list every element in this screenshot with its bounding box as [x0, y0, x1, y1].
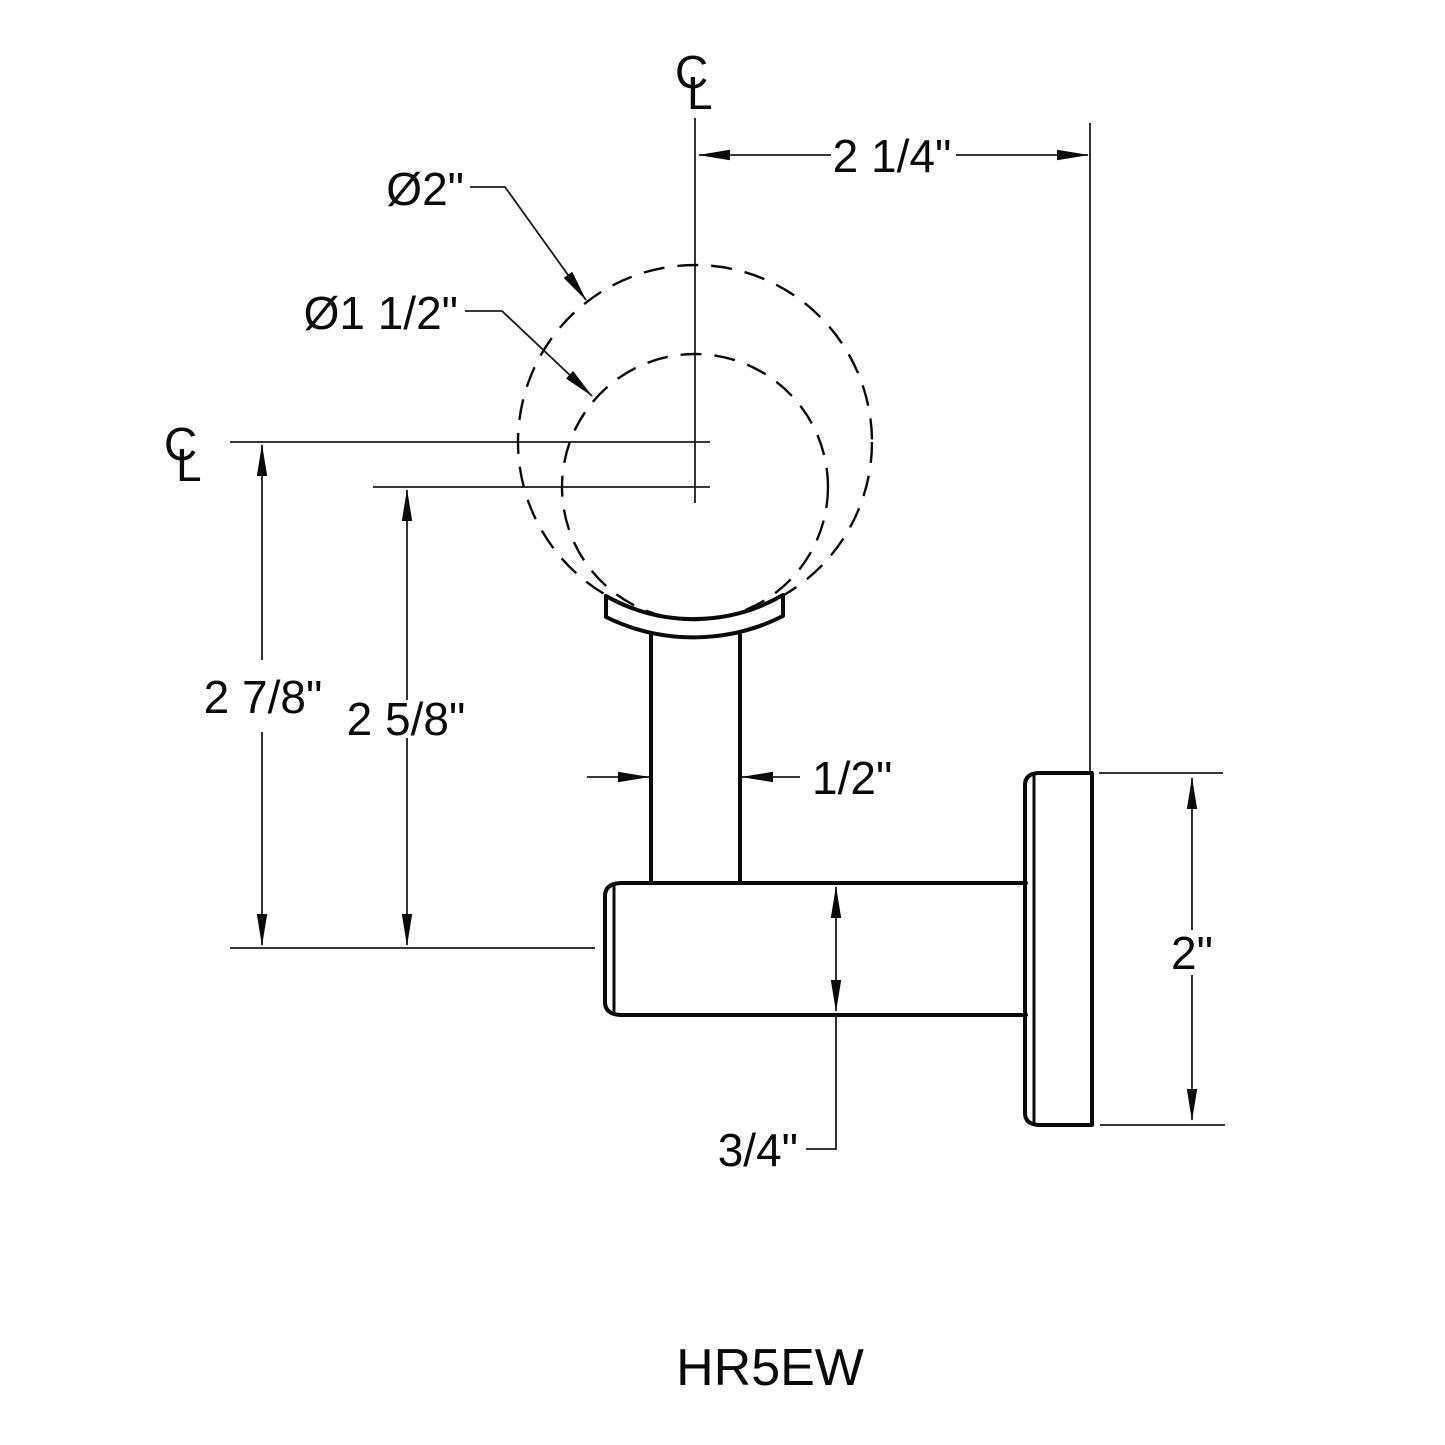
dim-wall-offset-label: 2 1/4": [833, 130, 952, 182]
left-centerline-c: C: [164, 418, 197, 470]
top-centerline-symbol: C L: [675, 46, 713, 119]
inner-diameter-label: Ø1 1/2": [304, 287, 458, 339]
dim-arm-label: 3/4": [718, 1124, 798, 1176]
leader-outer-diameter: [470, 186, 587, 301]
wall-flange: [1023, 771, 1094, 1127]
top-centerline-c: C: [675, 46, 708, 98]
left-centerline-l: L: [176, 439, 202, 491]
leader-inner-diameter: [465, 310, 593, 397]
outer-diameter-label: Ø2": [386, 163, 464, 215]
left-centerline-symbol: C L: [164, 418, 202, 491]
dim-arm-leader-tail: [806, 1015, 837, 1150]
part-number: HR5EW: [676, 1339, 864, 1397]
arm-outline: [603, 881, 1028, 1017]
saddle-cradle: [604, 593, 785, 640]
dim-post-width-label: 1/2": [812, 752, 892, 804]
dim-outer-height-label: 2 7/8": [204, 671, 323, 723]
dim-flange-label: 2": [1171, 927, 1213, 979]
top-centerline-l: L: [687, 67, 713, 119]
dim-inner-height-label: 2 5/8": [347, 693, 466, 745]
